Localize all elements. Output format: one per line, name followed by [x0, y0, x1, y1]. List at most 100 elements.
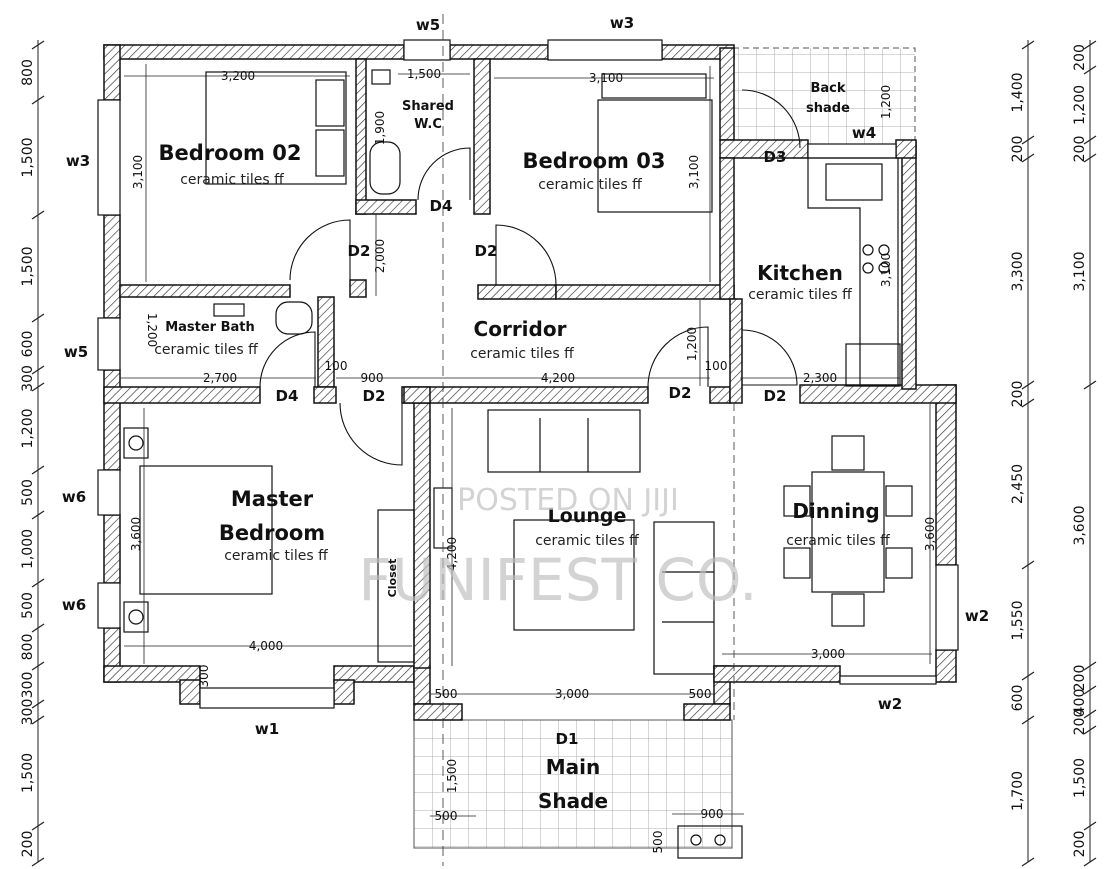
room-kitchen-finish: ceramic tiles ff: [748, 287, 852, 303]
dim-mbr-h: 3,600: [129, 517, 143, 551]
room-bedroom02-name: Bedroom 02: [159, 141, 302, 165]
rail-dimension-label: 500: [20, 592, 36, 619]
rail-dimension-label: 300: [20, 699, 36, 726]
room-main-shade-l1: Main: [546, 755, 601, 779]
room-lounge-finish: ceramic tiles ff: [535, 533, 639, 549]
tag-w2-right: w2: [965, 607, 989, 625]
rail-dimension-label: 600: [1010, 685, 1026, 712]
rail-dimension-label: 1,200: [20, 408, 36, 448]
rail-dimension-label: 1,000: [20, 529, 36, 569]
rail-dimension-label: 200: [1010, 136, 1026, 163]
room-bedroom02-finish: ceramic tiles ff: [180, 172, 284, 188]
rail-dimension-label: 200: [1072, 831, 1088, 858]
room-master-bath-name: Master Bath: [165, 320, 255, 335]
dim-sh-500d: 500: [651, 831, 665, 854]
tag-w6-b: w6: [62, 596, 86, 614]
interior-dimensions: 3,200 3,100 1,500 1,900 3,100 3,100 1,20…: [129, 67, 937, 853]
rail-dimension-label: 1,500: [20, 753, 36, 793]
rail-tick: [1083, 65, 1097, 75]
rail-tick: [1083, 153, 1097, 163]
rail-tick: [31, 510, 45, 520]
dim-din-w: 3,000: [811, 647, 845, 661]
rail-dimension-label: 200: [20, 831, 36, 858]
rail-tick: [1083, 380, 1097, 390]
tag-d2-lounge: D2: [669, 384, 692, 402]
room-master-bedroom-l1: Master: [231, 487, 314, 511]
rail-dimension-label: 1,400: [1010, 72, 1026, 112]
dim-sh-h: 1,500: [445, 759, 459, 793]
dim-sh-500b: 500: [689, 687, 712, 701]
dim-mb-h: 1,200: [145, 313, 159, 347]
dim-corr-h2: 1,200: [685, 327, 699, 361]
rail-dimension-label: 1,200: [1072, 85, 1088, 125]
dim-900: 900: [361, 371, 384, 385]
rail-tick: [31, 661, 45, 671]
tag-w5-top: w5: [416, 16, 440, 34]
rail-tick: [31, 95, 45, 105]
dim-corr-w: 4,200: [541, 371, 575, 385]
door-swings: [259, 89, 801, 466]
tag-d2-master: D2: [363, 387, 386, 405]
windows: [97, 39, 959, 709]
rail-tick: [1021, 135, 1035, 145]
room-shared-wc-l1: Shared: [402, 99, 454, 114]
rail-tick: [31, 578, 45, 588]
tag-d2-b03: D2: [475, 242, 498, 260]
dim-mb-w: 2,700: [203, 371, 237, 385]
rail-dimension-label: 400: [1072, 689, 1088, 716]
rail-dimension-label: 600: [20, 331, 36, 358]
rail-tick: [31, 313, 45, 323]
dim-sh-500a: 500: [435, 687, 458, 701]
dim-kit-h: 3,100: [879, 253, 893, 287]
rail-dimension-label: 200: [1072, 665, 1088, 692]
rail-tick: [31, 40, 45, 50]
dim-b03-w: 3,100: [589, 71, 623, 85]
rail-dimension-label: 200: [1072, 709, 1088, 736]
room-back-shade-l2: shade: [806, 101, 850, 116]
dim-sh-500c: 500: [435, 809, 458, 823]
rail-tick: [1083, 685, 1097, 695]
watermark-company: FUNIFEST CO.: [358, 546, 757, 614]
rail-tick: [31, 715, 45, 725]
rail-dimension-label: 200: [1010, 381, 1026, 408]
dim-bs-h: 1,200: [879, 85, 893, 119]
rail-dimension-label: 300: [20, 672, 36, 699]
rail-dimension-label: 800: [20, 59, 36, 86]
room-corridor-name: Corridor: [474, 317, 567, 341]
dim-b02-w: 3,200: [221, 69, 255, 83]
rail-dimension-label: 3,100: [1072, 251, 1088, 291]
watermark-posted: POSTED ON JIJI: [457, 483, 679, 518]
rail-tick: [1021, 715, 1035, 725]
tag-w6-a: w6: [62, 488, 86, 506]
opening-tags: w5 w3 w3 w4 w5 w6 w6 w1 w2 w2 D3 D4 D2 D…: [62, 14, 989, 748]
dim-lounge-h: 4,200: [445, 537, 459, 571]
room-master-bedroom-l2: Bedroom: [219, 521, 325, 545]
room-closet-name: Closet: [386, 559, 399, 598]
rail-dimension-label: 1,500: [20, 137, 36, 177]
tag-w5-left: w5: [64, 343, 88, 361]
furniture: [123, 69, 913, 859]
dim-100-b: 100: [705, 359, 728, 373]
rail-dimension-label: 1,700: [1010, 771, 1026, 811]
tag-d2-b02: D2: [348, 242, 371, 260]
rail-dimension-label: 200: [1072, 44, 1088, 71]
tag-w2-bottom: w2: [878, 695, 902, 713]
rail-tick: [31, 465, 45, 475]
room-corridor-finish: ceramic tiles ff: [470, 346, 574, 362]
dim-b03-h: 3,100: [687, 155, 701, 189]
tag-d2-kitchen: D2: [764, 387, 787, 405]
rail-tick: [1021, 153, 1035, 163]
rail-tick: [31, 857, 45, 867]
dim-sh-900: 900: [701, 807, 724, 821]
rail-dimension-label: 1,500: [1072, 758, 1088, 798]
room-bedroom03-name: Bedroom 03: [523, 149, 666, 173]
rail-tick: [1083, 40, 1097, 50]
tag-w3-top: w3: [610, 14, 634, 32]
room-master-bedroom-finish: ceramic tiles ff: [224, 548, 328, 564]
rail-tick: [1021, 671, 1035, 681]
rail-dimension-label: 300: [20, 365, 36, 392]
rail-dimension-label: 200: [1072, 136, 1088, 163]
